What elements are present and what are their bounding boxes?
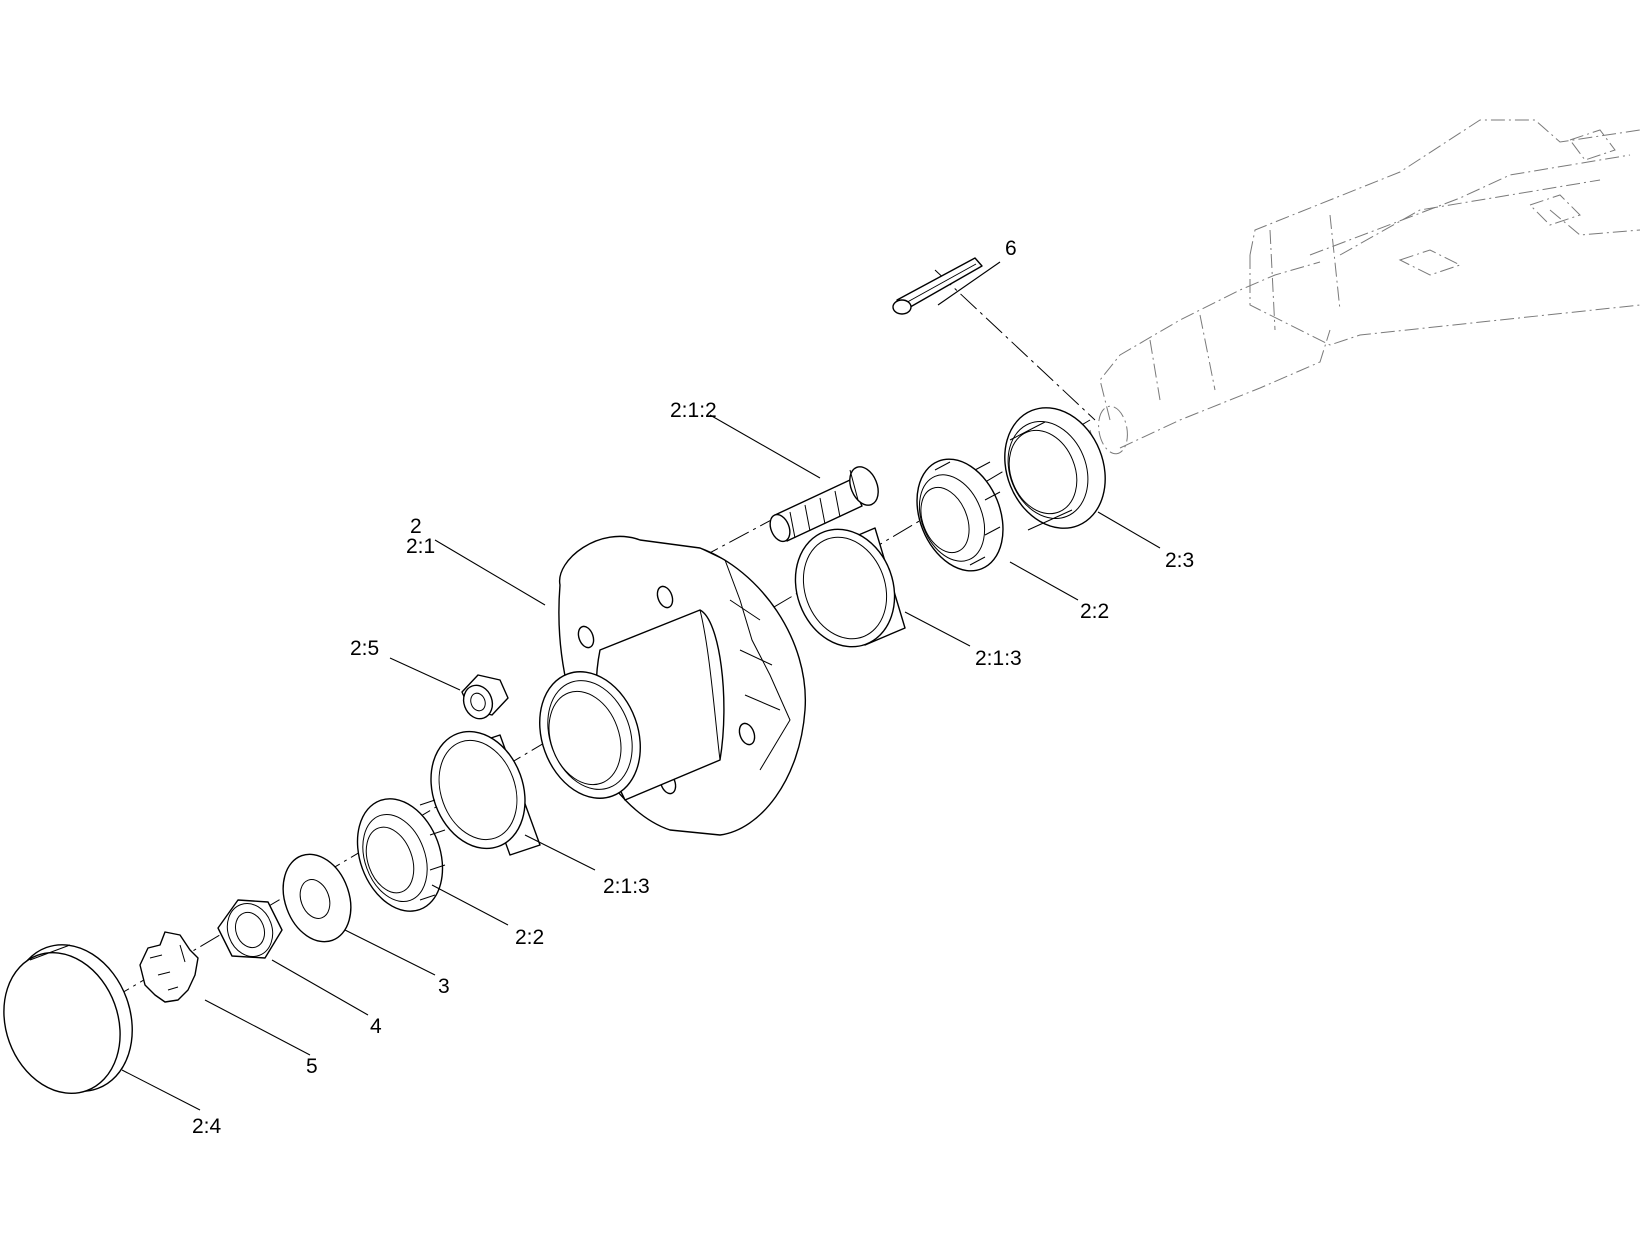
hub (539, 535, 806, 836)
wheel-stud (769, 466, 879, 543)
cotter-pin (892, 257, 983, 315)
callout-2-5: 2:5 (350, 637, 379, 660)
nut-retainer (139, 931, 199, 1003)
callout-2-3: 2:3 (1165, 549, 1194, 572)
callout-2-1-3-lower: 2:1:3 (603, 875, 650, 898)
leader-lines (121, 261, 1161, 1111)
flat-washer (282, 853, 352, 943)
bearing-cone-upper (916, 458, 1004, 572)
callout-4: 4 (370, 1015, 382, 1038)
dust-cap (3, 944, 133, 1095)
callout-5: 5 (306, 1055, 318, 1078)
lug-nut (461, 674, 509, 720)
callout-2: 2 (410, 515, 422, 538)
bearing-cone-lower (356, 798, 446, 912)
callout-2-1-3-upper: 2:1:3 (975, 647, 1022, 670)
callout-labels: 6 2:1:2 2 2:1 2:3 2:2 2:1:3 2:5 2:1:3 2:… (192, 237, 1194, 1138)
callout-2-2-upper: 2:2 (1080, 600, 1109, 623)
bearing-cup-upper (794, 527, 906, 648)
grease-seal (1004, 407, 1106, 531)
callout-2-1-2: 2:1:2 (670, 399, 717, 422)
spindle-phantom (1089, 119, 1641, 455)
callout-2-2-lower: 2:2 (515, 926, 544, 949)
callout-2-1: 2:1 (406, 535, 435, 558)
callout-2-4: 2:4 (192, 1115, 222, 1138)
spindle-nut (217, 899, 283, 959)
callout-6: 6 (1005, 237, 1017, 260)
callout-3: 3 (438, 975, 450, 998)
bearing-cup-lower (430, 730, 541, 856)
